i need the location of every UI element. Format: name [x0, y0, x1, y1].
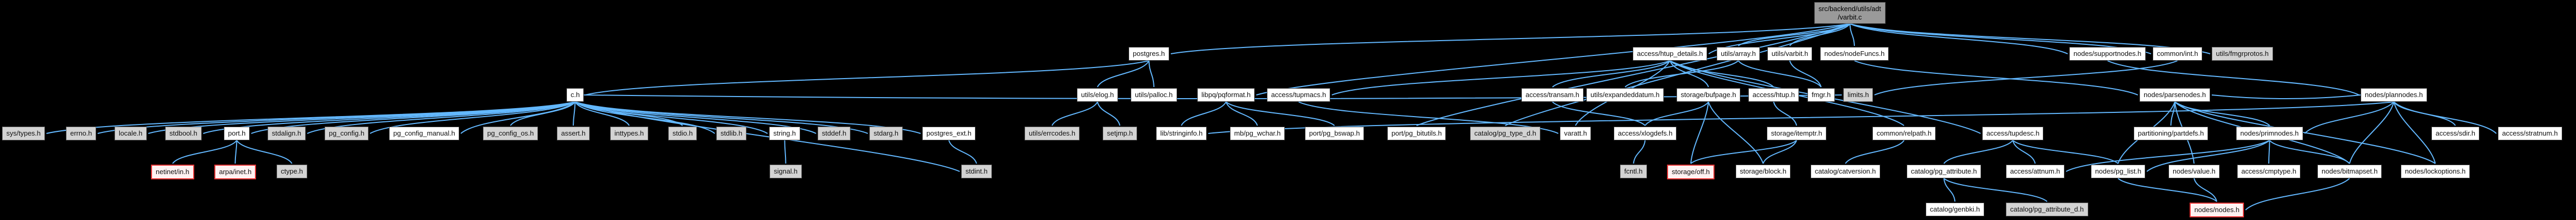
node-pg-attribute-d: catalog/pg_attribute_d.h — [2006, 203, 2088, 216]
node-c-h[interactable]: c.h — [566, 88, 584, 102]
node-catversion[interactable]: catalog/catversion.h — [1811, 165, 1880, 178]
node-block[interactable]: storage/block.h — [1736, 165, 1791, 178]
node-stdalign: stdalign.h — [268, 127, 306, 140]
node-pg-config-manual[interactable]: pg_config_manual.h — [389, 127, 460, 140]
node-port-h[interactable]: port.h — [224, 127, 250, 140]
node-value[interactable]: nodes/value.h — [2168, 165, 2220, 178]
node-pqformat[interactable]: libpq/pqformat.h — [1197, 88, 1255, 102]
node-transam[interactable]: access/transam.h — [1521, 88, 1584, 102]
node-errno: errno.h — [66, 127, 97, 140]
node-elog[interactable]: utils/elog.h — [1077, 88, 1119, 102]
node-arpa[interactable]: arpa/inet.h — [214, 165, 257, 179]
node-pg-bitutils[interactable]: port/pg_bitutils.h — [1387, 127, 1446, 140]
node-fmgrprotos: utils/fmgrprotos.h — [2212, 47, 2273, 61]
node-signal: signal.h — [770, 165, 802, 178]
node-supportnodes[interactable]: nodes/supportnodes.h — [2069, 47, 2146, 61]
node-pg-bswap[interactable]: port/pg_bswap.h — [1305, 127, 1365, 140]
node-bufpage[interactable]: storage/bufpage.h — [1677, 88, 1740, 102]
node-stdio: stdio.h — [668, 127, 697, 140]
node-stdarg: stdarg.h — [869, 127, 903, 140]
node-netinet[interactable]: netinet/in.h — [151, 165, 194, 179]
node-inttypes: inttypes.h — [610, 127, 648, 140]
node-varbit-h[interactable]: utils/varbit.h — [1767, 47, 1813, 61]
node-assert: assert.h — [557, 127, 590, 140]
node-genbki[interactable]: catalog/genbki.h — [1926, 203, 1984, 216]
node-stringinfo[interactable]: lib/stringinfo.h — [1156, 127, 1207, 140]
node-stdbool: stdbool.h — [165, 127, 202, 140]
node-postgres-h[interactable]: postgres.h — [1129, 47, 1169, 61]
node-nodefuncs[interactable]: nodes/nodeFuncs.h — [1820, 47, 1889, 61]
node-sys-types: sys/types.h — [2, 127, 45, 140]
node-fmgr[interactable]: fmgr.h — [1807, 88, 1835, 102]
node-setjmp: setjmp.h — [1103, 127, 1138, 140]
node-htup[interactable]: access/htup.h — [1748, 88, 1800, 102]
node-pg-list[interactable]: nodes/pg_list.h — [2091, 165, 2146, 178]
node-cmptype[interactable]: access/cmptype.h — [2237, 165, 2301, 178]
node-varatt[interactable]: varatt.h — [1560, 127, 1592, 140]
node-itemptr[interactable]: storage/itemptr.h — [1767, 127, 1826, 140]
node-off-h[interactable]: storage/off.h — [1667, 165, 1715, 179]
node-plannodes[interactable]: nodes/plannodes.h — [2361, 88, 2427, 102]
node-fcntl: fcntl.h — [1620, 165, 1647, 178]
node-ctype: ctype.h — [277, 165, 307, 178]
node-nodes-h[interactable]: nodes/nodes.h — [2190, 203, 2244, 217]
node-tupmacs[interactable]: access/tupmacs.h — [1267, 88, 1331, 102]
node-errcodes: utils/errcodes.h — [1025, 127, 1080, 140]
node-postgres-ext[interactable]: postgres_ext.h — [922, 127, 976, 140]
node-tupdesc[interactable]: access/tupdesc.h — [1982, 127, 2044, 140]
node-locale: locale.h — [115, 127, 147, 140]
node-xlogdefs[interactable]: access/xlogdefs.h — [1614, 127, 1677, 140]
node-stratnum[interactable]: access/stratnum.h — [2498, 127, 2562, 140]
node-common-int[interactable]: common/int.h — [2153, 47, 2203, 61]
node-htup-details[interactable]: access/htup_details.h — [1633, 47, 1708, 61]
node-limits: limits.h — [1843, 88, 1873, 102]
node-pg-attribute[interactable]: catalog/pg_attribute.h — [1907, 165, 1982, 178]
node-pg-type-d: catalog/pg_type_d.h — [1470, 127, 1541, 140]
node-array[interactable]: utils/array.h — [1717, 47, 1760, 61]
node-string-h[interactable]: string.h — [769, 127, 800, 140]
node-pg-wchar[interactable]: mb/pg_wchar.h — [1230, 127, 1285, 140]
node-pg-config: pg_config.h — [325, 127, 369, 140]
node-stdlib: stdlib.h — [716, 127, 747, 140]
node-stddef: stddef.h — [818, 127, 851, 140]
node-expandeddatum[interactable]: utils/expandeddatum.h — [1586, 88, 1664, 102]
node-pg-config-os: pg_config_os.h — [483, 127, 538, 140]
node-palloc[interactable]: utils/palloc.h — [1131, 88, 1177, 102]
node-primnodes[interactable]: nodes/primnodes.h — [2236, 127, 2303, 140]
node-sdir[interactable]: access/sdir.h — [2431, 127, 2480, 140]
node-lockoptions[interactable]: nodes/lockoptions.h — [2401, 165, 2470, 178]
node-attnum[interactable]: access/attnum.h — [2006, 165, 2064, 178]
node-bitmapset[interactable]: nodes/bitmapset.h — [2317, 165, 2382, 178]
node-stdint: stdint.h — [961, 165, 992, 178]
graph-root-node: src/backend/utils/adt /varbit.c — [1814, 2, 1886, 24]
node-parsenodes[interactable]: nodes/parsenodes.h — [2139, 88, 2210, 102]
node-relpath[interactable]: common/relpath.h — [1872, 127, 1936, 140]
node-partdefs[interactable]: partitioning/partdefs.h — [2134, 127, 2209, 140]
